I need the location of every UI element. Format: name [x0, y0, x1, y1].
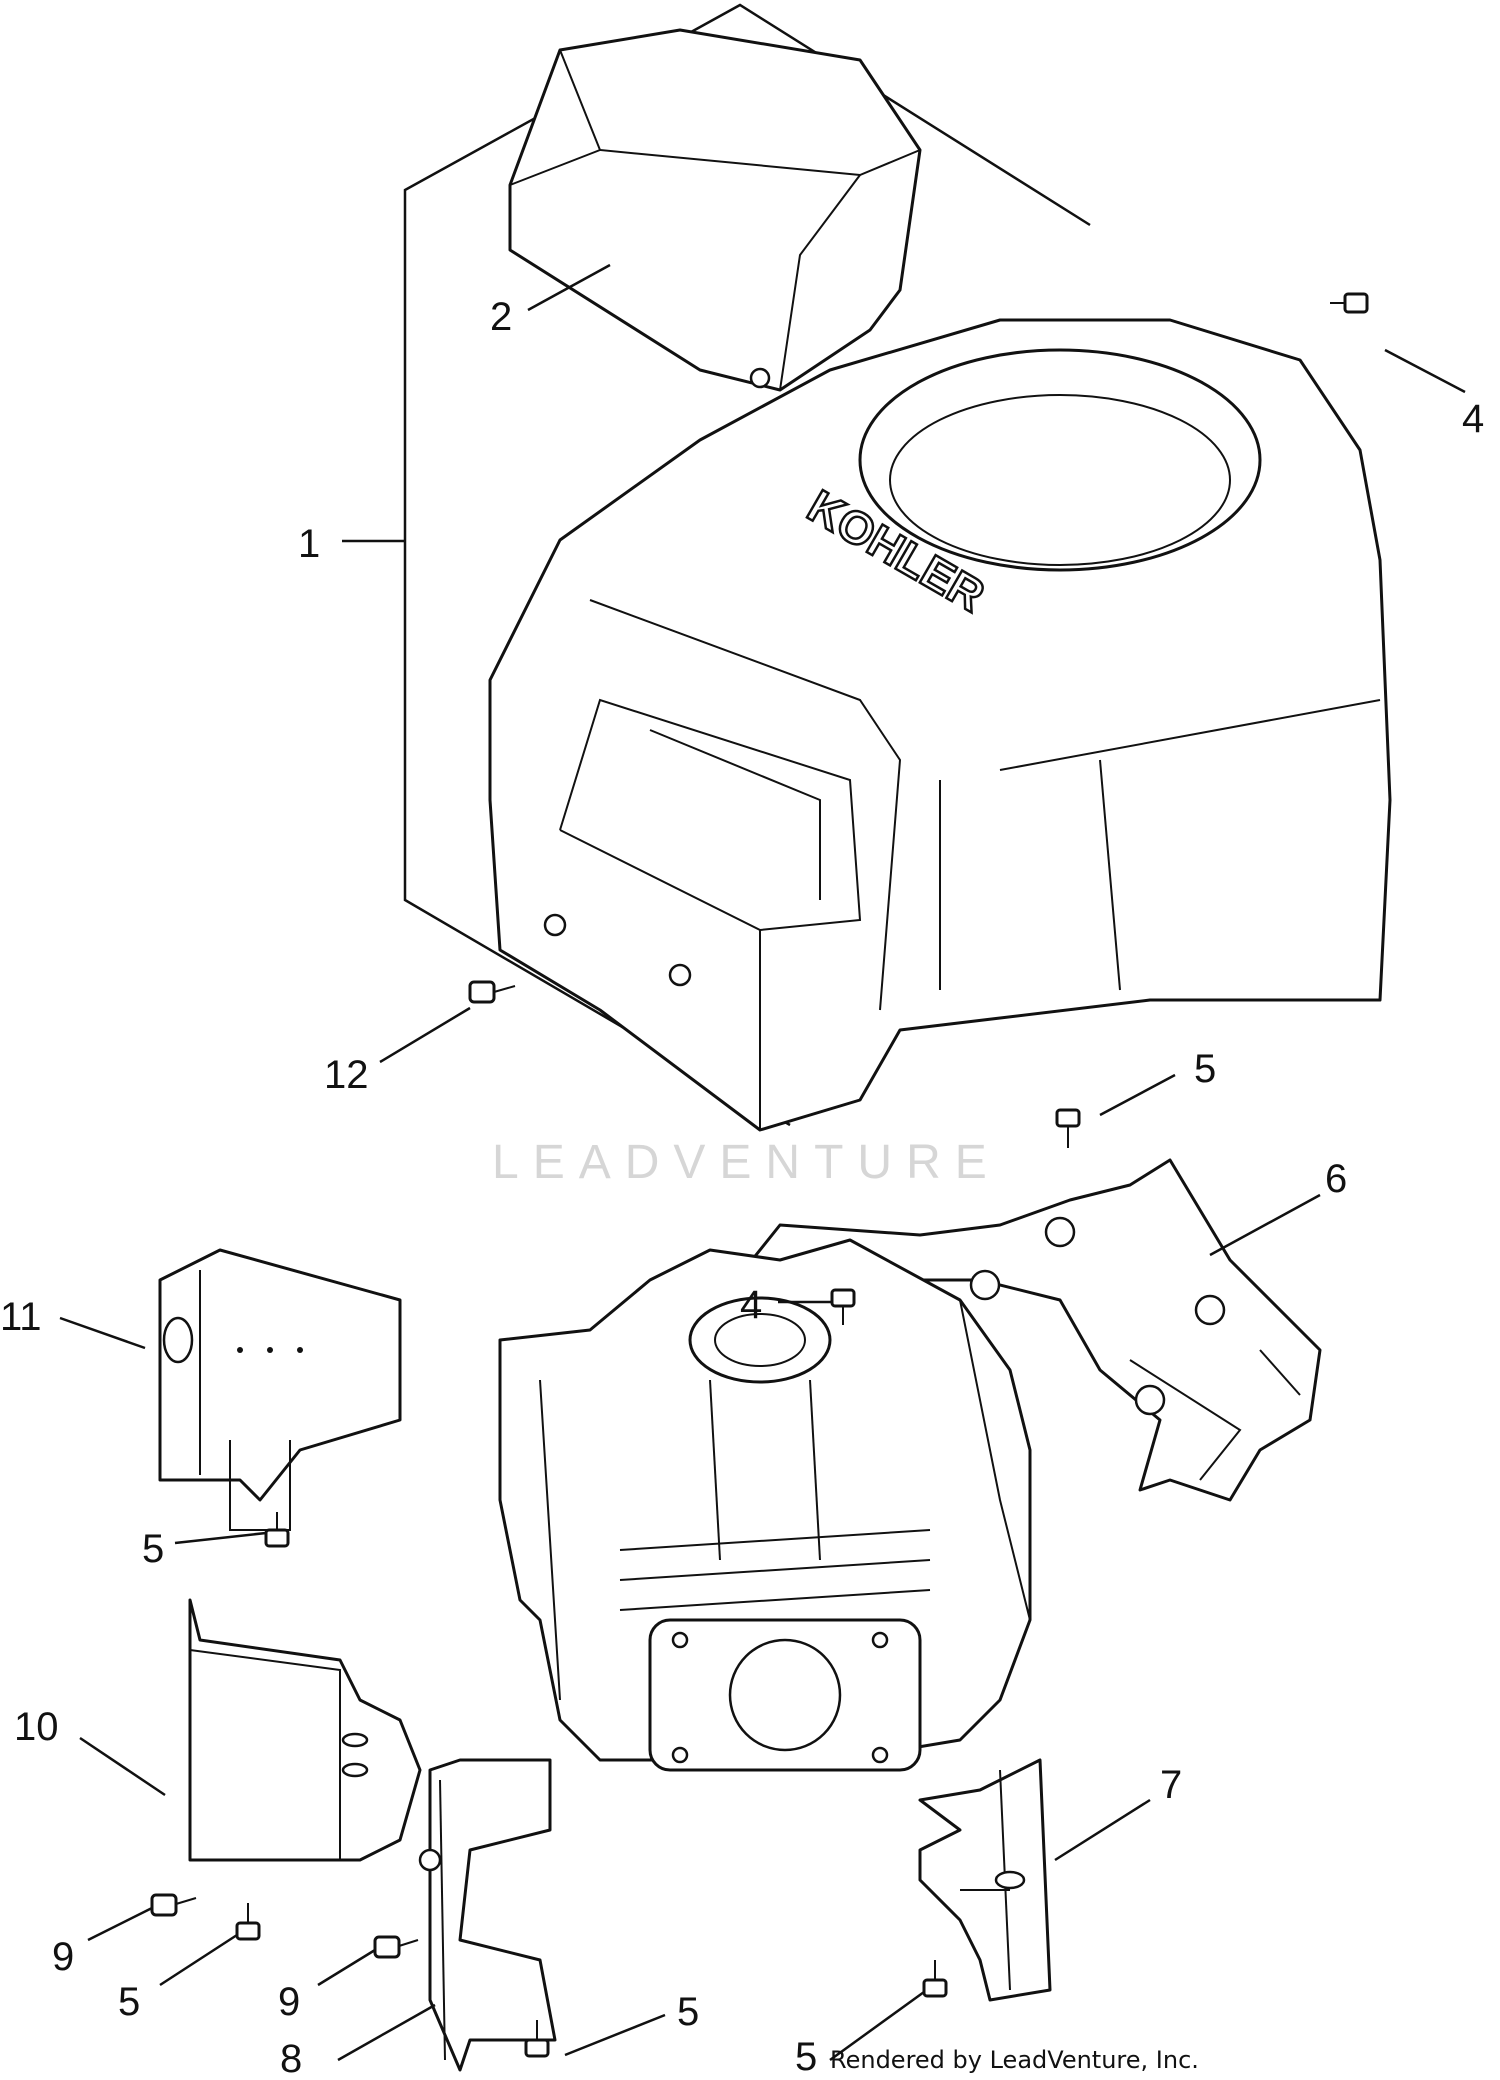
engine-block — [498, 1238, 1032, 1772]
callout-5-lower-left: 5 — [118, 1980, 140, 2024]
screw-5-left — [264, 1512, 290, 1548]
screw-4-top — [1330, 292, 1369, 314]
screw-5-bottom-center — [524, 2020, 550, 2058]
leader-11 — [59, 1316, 146, 1350]
screw-9-center — [373, 1935, 419, 1959]
screw-5-bottom-right — [922, 1960, 948, 1998]
callout-6: 6 — [1325, 1157, 1347, 1201]
leader-8 — [337, 2003, 436, 2062]
leader-4-top — [1384, 348, 1466, 394]
screw-5-top — [1055, 1108, 1081, 1148]
callout-9-left: 9 — [52, 1935, 74, 1979]
screw-4-mid — [830, 1288, 856, 1325]
baffle-part-11 — [158, 1248, 402, 1531]
watermark-text: LEADVENTURE — [492, 1136, 1001, 1189]
callout-5-bottom-center: 5 — [677, 1990, 699, 2034]
baffle-part-10 — [188, 1598, 422, 1862]
leader-9-center — [317, 1948, 376, 1987]
leader-5-bottom-right — [829, 1990, 925, 2062]
baffle-part-7 — [918, 1758, 1052, 2002]
leader-7 — [1054, 1798, 1151, 1862]
callout-5-bottom-right: 5 — [795, 2035, 817, 2079]
leader-5-left — [174, 1531, 267, 1545]
cover-part — [508, 28, 922, 392]
screw-12 — [468, 980, 516, 1004]
callout-5-top: 5 — [1194, 1047, 1216, 1091]
callout-8: 8 — [280, 2037, 302, 2080]
leader-12 — [379, 1006, 471, 1064]
callout-2: 2 — [490, 295, 512, 339]
callout-4-mid: 4 — [740, 1283, 762, 1327]
leader-9-left — [87, 1906, 153, 1942]
leader-5-top — [1099, 1073, 1176, 1117]
render-credit: Rendered by LeadVenture, Inc. — [830, 2046, 1199, 2074]
callout-1: 1 — [298, 522, 320, 566]
leader-10 — [79, 1736, 166, 1797]
callout-9-center: 9 — [278, 1980, 300, 2024]
callout-4-top: 4 — [1462, 397, 1484, 441]
callout-10: 10 — [14, 1705, 59, 1749]
leader-6 — [1209, 1193, 1321, 1257]
baffle-part-8 — [418, 1758, 557, 2072]
screw-5-lower-left — [235, 1903, 261, 1941]
callout-7: 7 — [1160, 1763, 1182, 1807]
blower-housing-part: KOHLER — [488, 318, 1392, 1132]
leader-5-bottom-center — [564, 2013, 666, 2057]
callout-11: 11 — [0, 1295, 42, 1339]
leader-5-lower-left — [159, 1933, 238, 1987]
callout-5-left: 5 — [142, 1527, 164, 1571]
callout-12: 12 — [324, 1053, 369, 1097]
screw-9-left — [150, 1893, 197, 1917]
baffle-part-6 — [738, 1158, 1322, 1502]
leader-2 — [527, 263, 611, 312]
